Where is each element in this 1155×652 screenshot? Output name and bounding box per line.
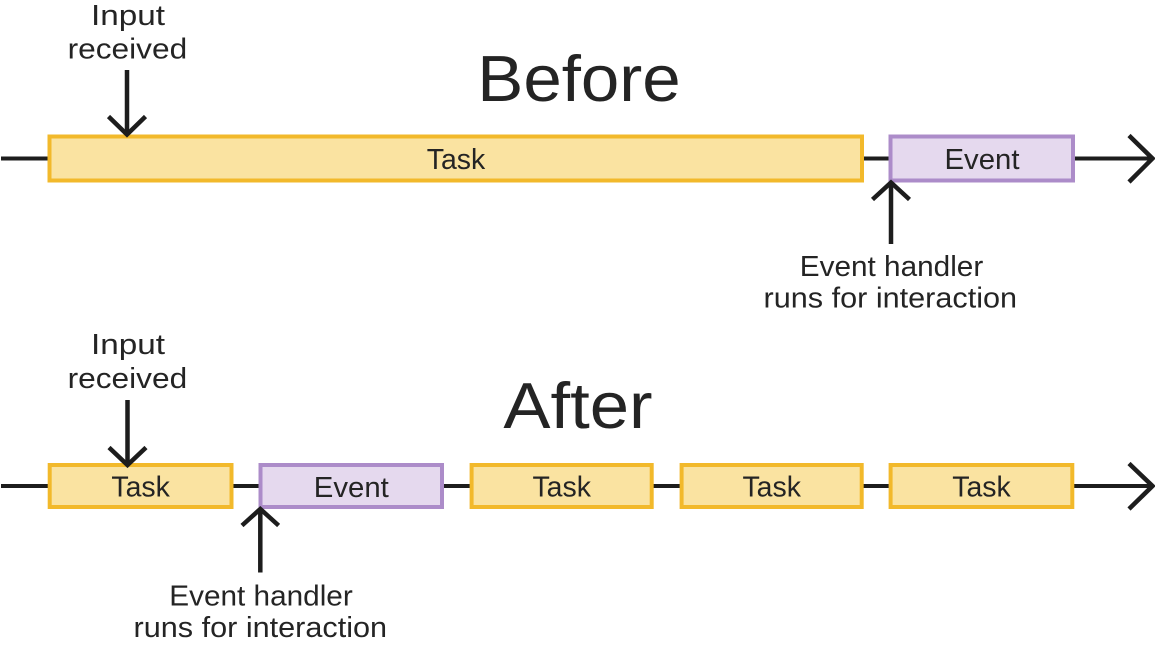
svg-text:Event: Event — [945, 144, 1020, 176]
svg-text:Event handler: Event handler — [169, 580, 353, 612]
svg-text:After: After — [503, 369, 652, 442]
svg-text:received: received — [68, 363, 188, 395]
svg-text:Input: Input — [91, 0, 165, 32]
svg-text:received: received — [68, 34, 188, 66]
svg-text:Task: Task — [742, 472, 801, 504]
svg-text:Before: Before — [477, 42, 680, 115]
svg-text:runs for interaction: runs for interaction — [134, 612, 388, 644]
svg-text:Event handler: Event handler — [800, 251, 984, 283]
svg-text:Task: Task — [532, 472, 591, 504]
svg-text:Task: Task — [111, 472, 170, 504]
svg-text:Task: Task — [427, 144, 486, 176]
svg-text:runs for interaction: runs for interaction — [764, 282, 1018, 314]
svg-text:Event: Event — [314, 472, 389, 504]
svg-text:Task: Task — [952, 472, 1011, 504]
svg-text:Input: Input — [91, 329, 165, 361]
